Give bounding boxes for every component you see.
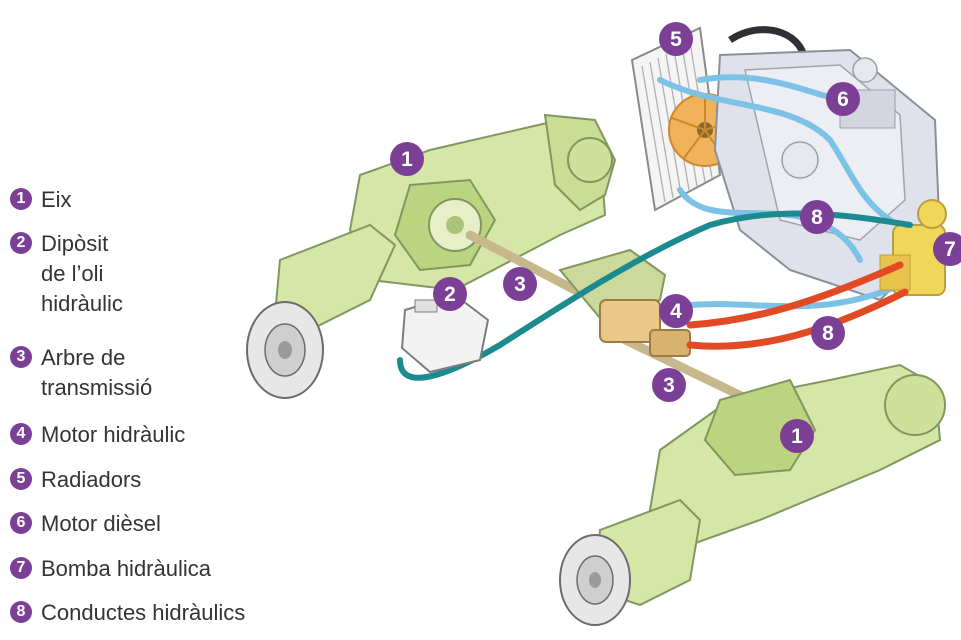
callout-8-conduit-upper: 8 (800, 200, 834, 234)
callout-number: 8 (822, 322, 834, 345)
legend-label: Eix (41, 187, 72, 212)
callout-number: 2 (444, 283, 456, 306)
hydraulic-conduits (686, 261, 909, 350)
legend-item-hydraulic-conduits: 8 Conductes hidràulics (10, 598, 245, 628)
legend-item-axle: 1 Eix (10, 185, 72, 215)
legend-label: Arbre de transmissió (41, 345, 153, 400)
callout-number: 1 (401, 148, 413, 171)
callout-number: 1 (791, 425, 803, 448)
callout-8-conduit-lower: 8 (811, 316, 845, 350)
legend-item-hydraulic-pump: 7 Bomba hidràulica (10, 554, 211, 584)
callout-2-oil-tank: 2 (433, 277, 467, 311)
callout-7-pump: 7 (933, 232, 961, 266)
legend-item-oil-tank: 2 Dipòsit de l’oli hidràulic (10, 229, 123, 319)
legend-item-diesel-engine: 6 Motor dièsel (10, 509, 161, 539)
legend-number-badge: 8 (10, 601, 32, 623)
front-axle (246, 113, 617, 399)
legend-number-badge: 7 (10, 557, 32, 579)
callout-3-shaft-upper: 3 (503, 267, 537, 301)
callout-number: 8 (811, 206, 823, 229)
legend-number-badge: 4 (10, 423, 32, 445)
legend-number-badge: 5 (10, 468, 32, 490)
callout-number: 3 (663, 374, 675, 397)
callout-1-front-axle: 1 (390, 142, 424, 176)
callout-3-shaft-lower: 3 (652, 368, 686, 402)
legend-label: Bomba hidràulica (41, 556, 211, 581)
legend-item-hydraulic-motor: 4 Motor hidràulic (10, 420, 185, 450)
rear-wheel-hub (559, 534, 631, 626)
front-wheel-hub (246, 301, 324, 399)
legend-number-badge: 1 (10, 188, 32, 210)
legend-item-radiators: 5 Radiadors (10, 465, 141, 495)
callout-number: 3 (514, 273, 526, 296)
rear-axle (559, 363, 946, 626)
callout-5-radiator: 5 (659, 22, 693, 56)
callout-1-rear-axle: 1 (780, 419, 814, 453)
legend-label: Motor dièsel (41, 511, 161, 536)
callout-6-engine: 6 (826, 82, 860, 116)
callout-number: 5 (670, 28, 682, 51)
legend-item-drive-shaft: 3 Arbre de transmissió (10, 343, 152, 403)
legend-number-badge: 6 (10, 512, 32, 534)
legend-number-badge: 3 (10, 346, 32, 368)
legend-label: Radiadors (41, 467, 142, 492)
legend-label: Motor hidràulic (41, 422, 186, 447)
callout-number: 6 (837, 88, 849, 111)
legend-number-badge: 2 (10, 232, 32, 254)
callout-4-hydraulic-motor: 4 (659, 294, 693, 328)
legend-label: Conductes hidràulics (41, 600, 246, 625)
legend-label: Dipòsit de l’oli hidràulic (41, 231, 123, 316)
callout-number: 7 (944, 238, 956, 261)
callout-number: 4 (670, 300, 682, 323)
